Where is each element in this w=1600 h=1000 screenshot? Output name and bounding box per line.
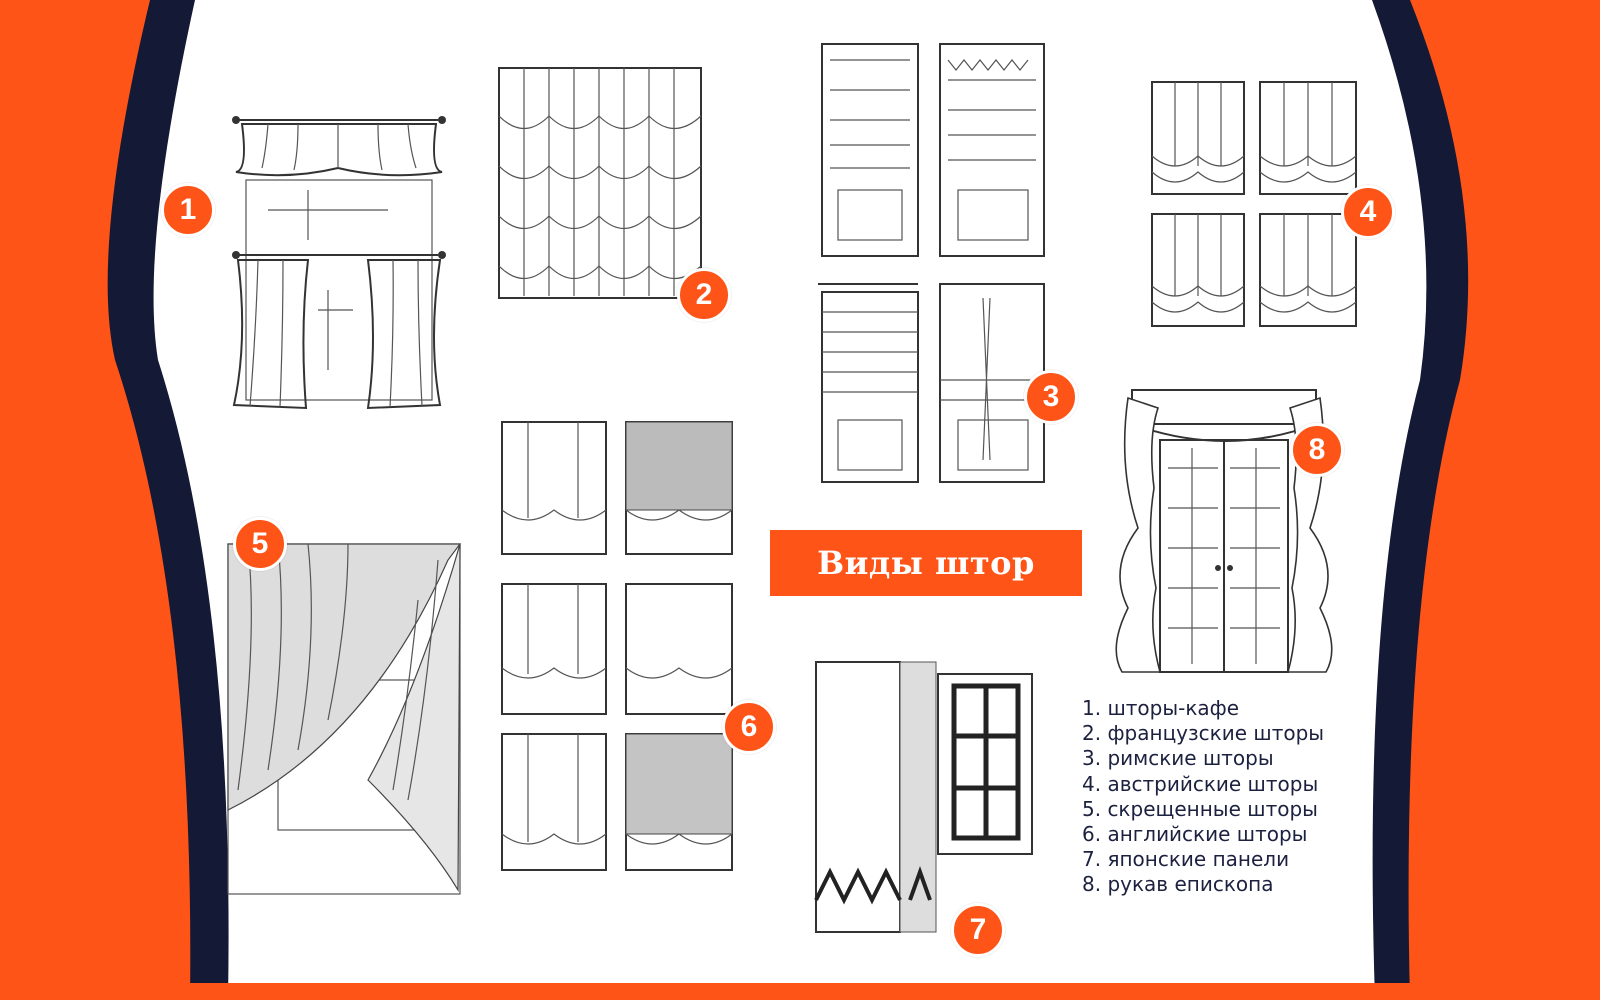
- cafe-curtains-illustration: [228, 110, 450, 420]
- roman-blinds-illustration: [818, 40, 1048, 490]
- austrian-curtains-illustration: [1144, 76, 1364, 334]
- badge-6: 6: [722, 700, 776, 754]
- legend-item: 5. скрещенные шторы: [1082, 796, 1318, 821]
- english-curtains-illustration: [498, 418, 736, 874]
- legend-item: 4. австрийские шторы: [1082, 771, 1319, 796]
- legend-item: 7. японские панели: [1082, 847, 1290, 872]
- legend-item: 2. французские шторы: [1082, 721, 1325, 746]
- badge-3: 3: [1024, 370, 1078, 424]
- crossed-curtains-illustration: [218, 540, 470, 902]
- legend-item: 3. римские шторы: [1082, 746, 1274, 771]
- badge-1: 1: [161, 183, 215, 237]
- japanese-panels-illustration: [814, 660, 1040, 940]
- legend-item: 6. английские шторы: [1082, 822, 1308, 847]
- legend-item: 8. рукав епископа: [1082, 872, 1274, 897]
- page-title: Виды штор: [770, 530, 1082, 596]
- legend-item: 1. шторы-кафе: [1082, 696, 1240, 720]
- badge-2: 2: [677, 268, 731, 322]
- badge-5: 5: [233, 517, 287, 571]
- badge-8: 8: [1290, 423, 1344, 477]
- french-curtains-illustration: [497, 66, 703, 300]
- legend-list: 1. шторы-кафе 2. французские шторы 3. ри…: [1082, 696, 1324, 898]
- badge-7: 7: [951, 903, 1005, 957]
- badge-4: 4: [1341, 185, 1395, 239]
